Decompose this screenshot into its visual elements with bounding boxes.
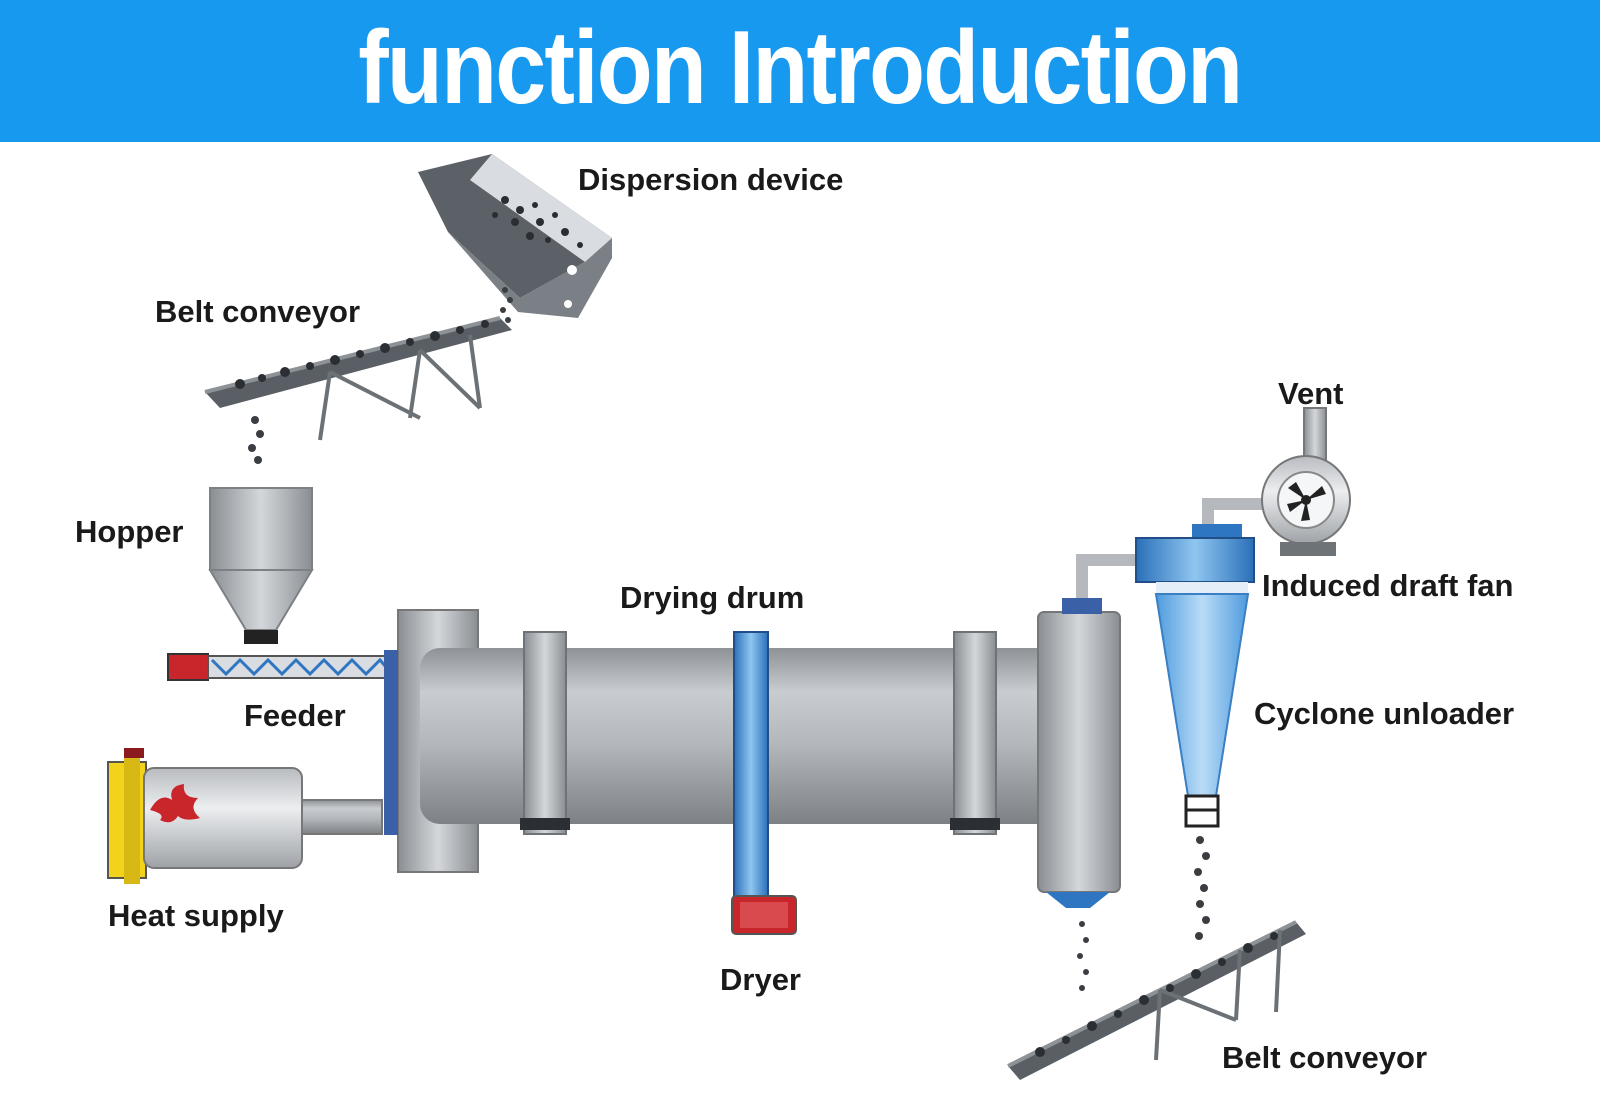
- flame-icon: [150, 784, 200, 823]
- label-belt-conveyor-top: Belt conveyor: [155, 294, 361, 329]
- label-belt-conveyor-bottom: Belt conveyor: [1222, 1040, 1428, 1075]
- label-feeder: Feeder: [244, 698, 346, 733]
- page-title: function Introduction: [358, 10, 1243, 126]
- feeder: [167, 653, 395, 681]
- belt-conveyor-top: [204, 316, 512, 464]
- label-heat-supply: Heat supply: [108, 898, 284, 933]
- label-dispersion-device: Dispersion device: [578, 162, 844, 197]
- dryer-drive: [731, 631, 797, 935]
- belt-conveyor-bottom: [1007, 920, 1306, 1080]
- hopper: [208, 487, 314, 644]
- label-hopper: Hopper: [75, 514, 184, 549]
- label-drying-drum: Drying drum: [620, 580, 805, 615]
- label-dryer: Dryer: [720, 962, 801, 997]
- cyclone-unloader: [1077, 524, 1255, 991]
- dispersion-device: [418, 154, 612, 333]
- label-induced-draft-fan: Induced draft fan: [1262, 568, 1514, 603]
- induced-draft-fan: [1261, 407, 1351, 556]
- label-cyclone-unloader: Cyclone unloader: [1254, 696, 1515, 731]
- fan-impeller-icon: [1287, 482, 1326, 521]
- heat-supply: [107, 748, 383, 884]
- title-banner: function Introduction: [0, 0, 1600, 142]
- label-vent: Vent: [1278, 376, 1344, 411]
